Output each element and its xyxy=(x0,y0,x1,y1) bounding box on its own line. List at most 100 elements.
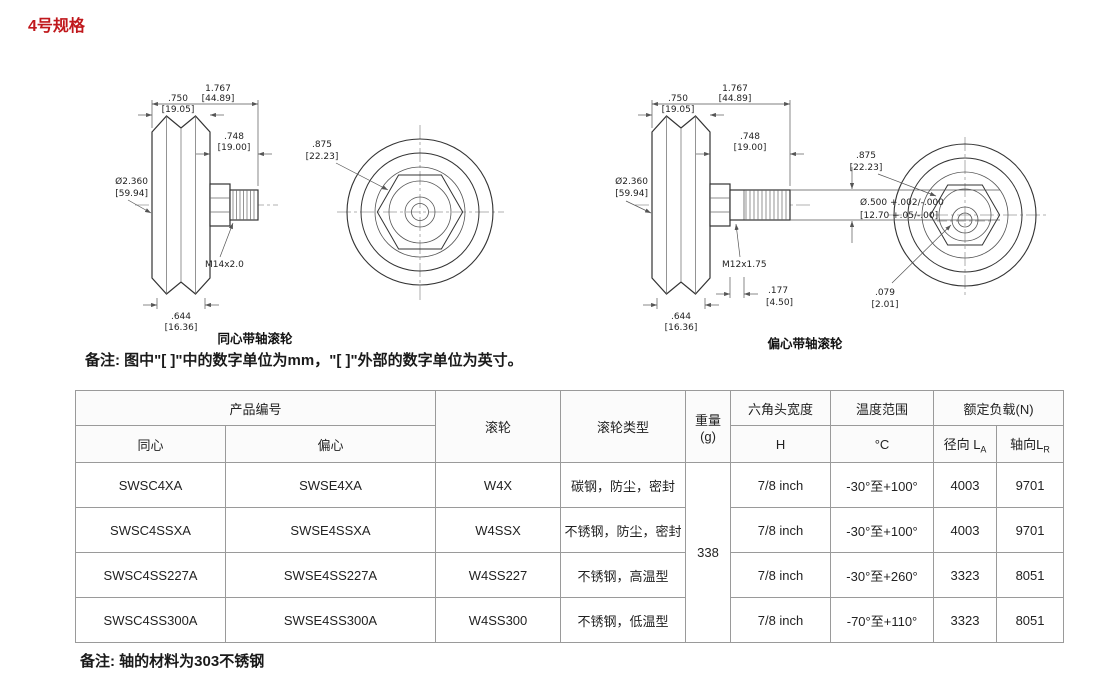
concentric-roller-drawing: 1.767 [44.89] .750 [19.05] .748 [19.00] … xyxy=(115,84,504,333)
hex-nut xyxy=(709,183,731,227)
cell-temp-range: -70°至+110° xyxy=(830,597,935,643)
cell-axial-load: 8051 xyxy=(996,552,1065,598)
dim-plain-length-inch: .177 xyxy=(768,286,788,296)
cell-radial-load: 3323 xyxy=(933,597,998,643)
cell-eccentric: SWSE4SSXA xyxy=(224,507,437,553)
dim-shaft-length-mm: [19.00] xyxy=(734,143,767,153)
cell-wheel: W4SSX xyxy=(435,507,562,553)
col-header-eccentric: 偏心 xyxy=(224,425,437,463)
cell-axial-load: 8051 xyxy=(996,597,1065,643)
wheel-front-view xyxy=(893,143,1037,287)
dim-hex-inch: .875 xyxy=(856,151,876,161)
col-header-hex-width: 六角头宽度 xyxy=(730,390,832,426)
cell-temp-range: -30°至+100° xyxy=(830,462,935,508)
table-row: SWSC4XA SWSE4XA W4X 碳钢，防尘，密封 338 7/8 inc… xyxy=(75,462,1065,643)
cell-wheel: W4SS227 xyxy=(435,552,562,598)
cell-weight-shared: 338 xyxy=(685,462,732,643)
dim-shaft-length-inch: .748 xyxy=(740,132,760,142)
col-header-rated-load: 额定负载(N) xyxy=(933,390,1065,426)
cell-temp-range: -30°至+260° xyxy=(830,552,935,598)
weight-label: 重量 xyxy=(695,412,722,428)
cell-radial-load: 4003 xyxy=(933,507,998,553)
hex-head-outline xyxy=(376,174,464,250)
wheel-detail-lines xyxy=(666,116,787,294)
cell-axial-load: 9701 xyxy=(996,507,1065,553)
thread-spec-label: M14x2.0 xyxy=(205,260,244,270)
col-header-wheel: 滚轮 xyxy=(435,390,562,463)
wheel-side-view xyxy=(651,115,791,295)
dim-groove-inch: .644 xyxy=(171,312,191,322)
units-note: 备注: 图中"[ ]"中的数字单位为mm，"[ ]"外部的数字单位为英寸。 xyxy=(85,352,523,369)
dim-wheel-width-inch: .750 xyxy=(668,94,688,104)
cell-radial-load: 3323 xyxy=(933,552,998,598)
cell-wheel: W4X xyxy=(435,462,562,508)
cell-wheel: W4SS300 xyxy=(435,597,562,643)
cell-wheel-type: 碳钢，防尘，密封 xyxy=(560,462,687,508)
cell-concentric: SWSC4SSXA xyxy=(75,507,226,553)
col-header-temp-unit: °C xyxy=(830,425,935,463)
cell-wheel-type: 不锈钢，防尘，密封 xyxy=(560,507,687,553)
cell-hex-width: 7/8 inch xyxy=(730,507,832,553)
cell-eccentric: SWSE4SS227A xyxy=(224,552,437,598)
axial-sub: R xyxy=(1043,444,1050,455)
cell-wheel-type: 不锈钢，高温型 xyxy=(560,552,687,598)
dim-groove-mm: [16.36] xyxy=(665,323,698,333)
caption-eccentric-roller: 偏心带轴滚轮 xyxy=(767,337,843,351)
col-header-hex-symbol: H xyxy=(730,425,832,463)
radial-sub: A xyxy=(980,444,987,455)
cell-concentric: SWSC4SS227A xyxy=(75,552,226,598)
eccentric-roller-drawing: 1.767 [44.89] .750 [19.05] .748 [19.00] … xyxy=(615,84,1046,333)
cell-wheel-type: 不锈钢，低温型 xyxy=(560,597,687,643)
dim-wheel-width-mm: [19.05] xyxy=(662,105,695,115)
dim-shaft-length-mm: [19.00] xyxy=(218,143,251,153)
dim-wheel-dia-inch: Ø2.360 xyxy=(115,176,148,187)
cell-hex-width: 7/8 inch xyxy=(730,462,832,508)
table-row: SWSC4SS300A SWSE4SS300A W4SS300 不锈钢，低温型 … xyxy=(75,597,1065,643)
dim-wheel-width-mm: [19.05] xyxy=(162,105,195,115)
dim-total-width-inch: 1.767 xyxy=(205,84,231,94)
dimension-lines xyxy=(127,100,389,309)
col-header-temp-range: 温度范围 xyxy=(830,390,935,426)
dim-groove-mm: [16.36] xyxy=(165,323,198,333)
axial-label: 轴向L xyxy=(1010,436,1044,452)
dim-wheel-dia-inch: Ø2.360 xyxy=(615,176,648,187)
col-header-wheel-type: 滚轮类型 xyxy=(560,390,687,463)
cell-eccentric: SWSE4SS300A xyxy=(224,597,437,643)
dim-stud-dia-mm: [12.70 +.05/-.00] xyxy=(860,211,938,221)
cell-concentric: SWSC4SS300A xyxy=(75,597,226,643)
dim-hex-inch: .875 xyxy=(312,140,332,150)
hex-head-outline xyxy=(929,184,1001,246)
weight-unit: (g) xyxy=(700,428,716,444)
col-header-weight: 重量(g) xyxy=(685,390,732,463)
cell-hex-width: 7/8 inch xyxy=(730,552,832,598)
dim-total-width-mm: [44.89] xyxy=(202,94,235,104)
table-row: SWSC4SSXA SWSE4SSXA W4SSX 不锈钢，防尘，密封 7/8 … xyxy=(75,507,1065,553)
col-header-concentric: 同心 xyxy=(75,425,226,463)
wheel-front-view xyxy=(346,138,494,286)
spec-table: 产品编号 滚轮 滚轮类型 重量(g) 六角头宽度 温度范围 额定负载(N) 同心… xyxy=(74,390,1065,643)
cell-radial-load: 4003 xyxy=(933,462,998,508)
dimension-lines xyxy=(625,100,1000,309)
threaded-stud xyxy=(229,189,259,221)
material-note: 备注: 轴的材料为303不锈钢 xyxy=(80,653,265,670)
dim-groove-inch: .644 xyxy=(671,312,691,322)
dim-hex-mm: [22.23] xyxy=(306,152,339,162)
dim-total-width-inch: 1.767 xyxy=(722,84,748,94)
caption-concentric-roller: 同心带轴滚轮 xyxy=(217,332,293,346)
col-header-product-no: 产品编号 xyxy=(74,390,437,426)
dim-stud-dia-inch: Ø.500 +.002/-.000 xyxy=(860,197,944,208)
cell-concentric: SWSC4XA xyxy=(75,462,226,508)
cell-temp-range: -30°至+100° xyxy=(830,507,935,553)
cell-axial-load: 9701 xyxy=(996,462,1065,508)
dim-eccentricity-inch: .079 xyxy=(875,288,895,298)
col-header-axial-load: 轴向LR xyxy=(996,425,1065,463)
dim-plain-length-mm: [4.50] xyxy=(766,298,793,308)
dim-wheel-dia-mm: [59.94] xyxy=(115,189,148,199)
cell-eccentric: SWSE4XA xyxy=(224,462,437,508)
dim-hex-mm: [22.23] xyxy=(850,163,883,173)
hex-nut xyxy=(209,183,231,227)
table-row: SWSC4SS227A SWSE4SS227A W4SS227 不锈钢，高温型 … xyxy=(75,552,1065,598)
wheel-detail-lines xyxy=(166,116,255,294)
dim-shaft-length-inch: .748 xyxy=(224,132,244,142)
dim-wheel-width-inch: .750 xyxy=(168,94,188,104)
